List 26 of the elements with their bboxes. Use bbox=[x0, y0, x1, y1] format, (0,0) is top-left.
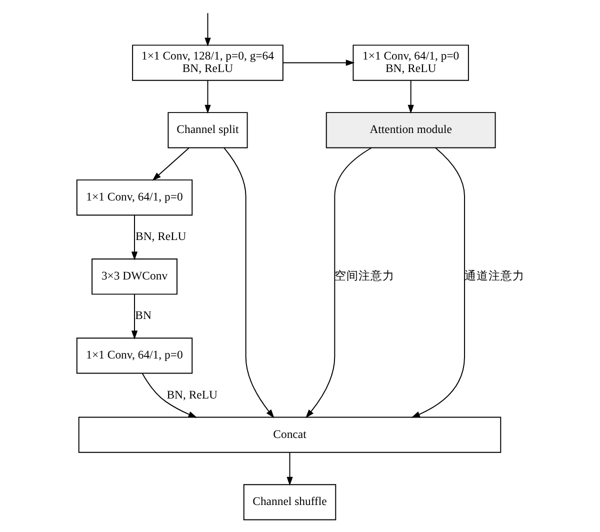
arrow bbox=[152, 147, 189, 181]
node-box: 1×1 Conv, 64/1, p=0 bbox=[76, 338, 192, 374]
edge-label: 空间注意力 bbox=[334, 270, 394, 283]
node-box: 1×1 Conv, 64/1, p=0 bbox=[76, 179, 192, 216]
edge-label: BN bbox=[134, 309, 151, 322]
arrow bbox=[223, 147, 274, 418]
node-box: 1×1 Conv, 128/1, p=0, g=64 BN, ReLU bbox=[132, 44, 283, 81]
arrow bbox=[286, 452, 292, 486]
arrow bbox=[204, 12, 210, 47]
arrow bbox=[204, 80, 210, 114]
arrow bbox=[305, 147, 372, 418]
node-box: 1×1 Conv, 64/1, p=0 BN, ReLU bbox=[352, 44, 468, 81]
arrow bbox=[130, 214, 138, 260]
node-box: Channel shuffle bbox=[242, 484, 336, 520]
arrow bbox=[407, 80, 414, 114]
node-box: Attention module bbox=[325, 112, 496, 148]
edge-label: 通道注意力 bbox=[464, 270, 524, 283]
arrow bbox=[141, 372, 197, 418]
edge-label: BN, ReLU bbox=[135, 230, 186, 244]
node-box: Channel split bbox=[167, 112, 248, 148]
node-box: 3×3 DWConv bbox=[91, 258, 177, 295]
node-box: Concat bbox=[78, 416, 501, 453]
arrow bbox=[130, 294, 138, 340]
edge-label: BN, ReLU bbox=[166, 388, 217, 402]
arrow bbox=[410, 147, 465, 418]
arrow bbox=[282, 60, 354, 66]
